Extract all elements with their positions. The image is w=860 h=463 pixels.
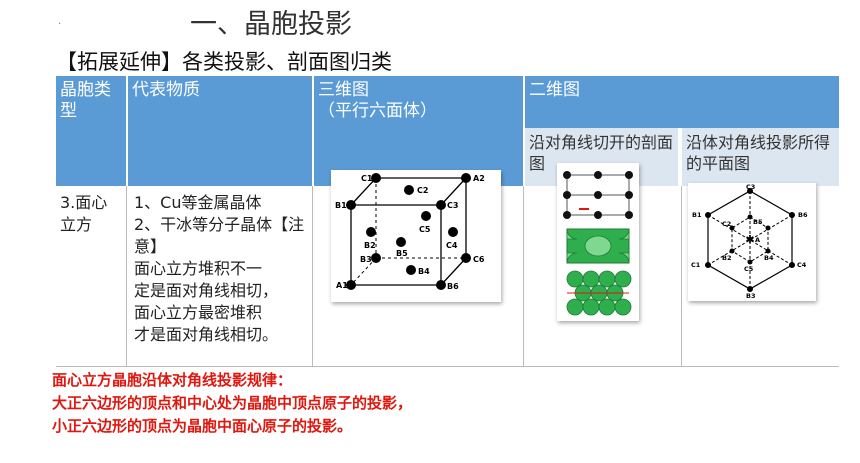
atom-B4 — [406, 265, 416, 275]
decorative-dot: . — [58, 16, 62, 27]
label-A1: A1 — [336, 281, 348, 290]
atom-B5 — [396, 237, 406, 247]
atom-C3 — [436, 200, 446, 210]
header-cell-type-label: 晶胞类型 — [60, 80, 111, 121]
hex-label-C1: C1 — [691, 261, 701, 269]
slide-title: 一、晶胞投影 — [190, 9, 352, 40]
header-three-d-label: 三维图 — [318, 80, 369, 100]
hex-label-B1: B1 — [692, 211, 702, 219]
header-three-d-sub: （平行六面体） — [318, 101, 437, 121]
star-icon: ✱ — [745, 233, 754, 246]
row-line-4: 定是面对角线相切， — [134, 281, 279, 300]
rule-line-3: 小正六边形的顶点为晶胞中面心原子的投影。 — [52, 417, 353, 435]
atom-B6 — [436, 280, 446, 290]
cube-diagram: C1 A2 C2 B1 C3 C5 B2 B5 C4 B3 C6 B4 A1 B… — [331, 170, 501, 302]
row-line-2: 2、干冰等分子晶体【注意】 — [134, 215, 305, 256]
rule-line-2: 大正六边形的顶点和中心处为晶胞中顶点原子的投影， — [52, 394, 413, 412]
row-line-5: 面心立方最密堆积 — [134, 303, 263, 322]
subheader-projection-label: 沿体对角线投影所得的平面图 — [686, 133, 831, 173]
hexagon-projection-panel: ✱ C3 B1 C2 B5 B6 A C1 B2 C5 B4 C4 B3 — [688, 183, 816, 301]
hexagon-svg: ✱ C3 B1 C2 B5 B6 A C1 B2 C5 B4 C4 B3 — [691, 183, 808, 300]
label-A2: A2 — [473, 174, 485, 183]
label-B5: B5 — [396, 249, 408, 258]
label-B3: B3 — [360, 255, 372, 264]
atom-A1 — [346, 280, 356, 290]
header-representative-label: 代表物质 — [132, 80, 200, 100]
hex-label-B2: B2 — [722, 254, 731, 262]
hex-label-B6: B6 — [798, 211, 808, 219]
row-cell-type-label: 3.面心立方 — [60, 193, 108, 234]
atom-C6 — [461, 253, 471, 263]
row-representative: 1、Cu等金属晶体 2、干冰等分子晶体【注意】 面心立方堆积不一 定是面对角线相… — [134, 192, 310, 346]
label-C1: C1 — [361, 174, 373, 183]
hex-label-A: A — [755, 236, 760, 244]
row-line-3: 面心立方堆积不一 — [134, 259, 263, 278]
diagonal-cut-panel — [557, 163, 639, 321]
atom-C4 — [448, 227, 458, 237]
label-C5: C5 — [419, 225, 431, 234]
label-B2: B2 — [364, 241, 376, 250]
subheader-diagonal-cut: 沿对角线切开的剖面图 — [525, 128, 680, 186]
label-C2: C2 — [417, 186, 428, 195]
atom-C5 — [421, 211, 431, 221]
cube-svg: C1 A2 C2 B1 C3 C5 B2 B5 C4 B3 C6 B4 A1 B… — [335, 173, 485, 291]
hex-label-B3: B3 — [746, 292, 755, 300]
hex-label-B4: B4 — [764, 254, 774, 262]
header-cell-type: 晶胞类型 — [56, 76, 126, 186]
hex-label-C4: C4 — [797, 261, 807, 269]
atom-B3 — [371, 253, 381, 263]
hex-label-C3: C3 — [746, 183, 755, 191]
label-C6: C6 — [473, 255, 485, 264]
hex-label-C2: C2 — [722, 220, 731, 228]
diagonal-cut-svg — [563, 171, 633, 316]
atom-B2 — [366, 227, 376, 237]
atom-B1 — [346, 200, 356, 210]
header-representative: 代表物质 — [128, 76, 312, 186]
slide-subtitle: 【拓展延伸】各类投影、剖面图归类 — [56, 50, 392, 74]
row-line-6: 才是面对角线相切。 — [134, 325, 279, 344]
atom-A2 — [461, 173, 471, 183]
hex-label-B5: B5 — [753, 218, 763, 226]
label-B1: B1 — [335, 201, 347, 210]
table-row-border — [56, 186, 839, 367]
row-line-1: 1、Cu等金属晶体 — [134, 193, 262, 212]
label-B4: B4 — [418, 267, 430, 276]
hex-label-C5: C5 — [744, 265, 754, 273]
atom-C2 — [404, 185, 414, 195]
header-two-d-label: 二维图 — [529, 80, 580, 100]
header-two-d: 二维图 — [525, 76, 839, 128]
atom-C1 — [371, 173, 381, 183]
subheader-diagonal-cut-label: 沿对角线切开的剖面图 — [529, 133, 674, 173]
rule-line-1: 面心立方晶胞沿体对角线投影规律： — [52, 371, 293, 389]
projection-rule: 面心立方晶胞沿体对角线投影规律： 大正六边形的顶点和中心处为晶胞中顶点原子的投影… — [52, 369, 412, 438]
row-cell-type: 3.面心立方 — [60, 192, 122, 236]
label-C3: C3 — [447, 201, 458, 210]
label-C4: C4 — [446, 241, 458, 250]
header-three-d: 三维图 （平行六面体） — [314, 76, 523, 186]
label-B6: B6 — [447, 282, 459, 291]
subheader-projection: 沿体对角线投影所得的平面图 — [682, 128, 839, 186]
